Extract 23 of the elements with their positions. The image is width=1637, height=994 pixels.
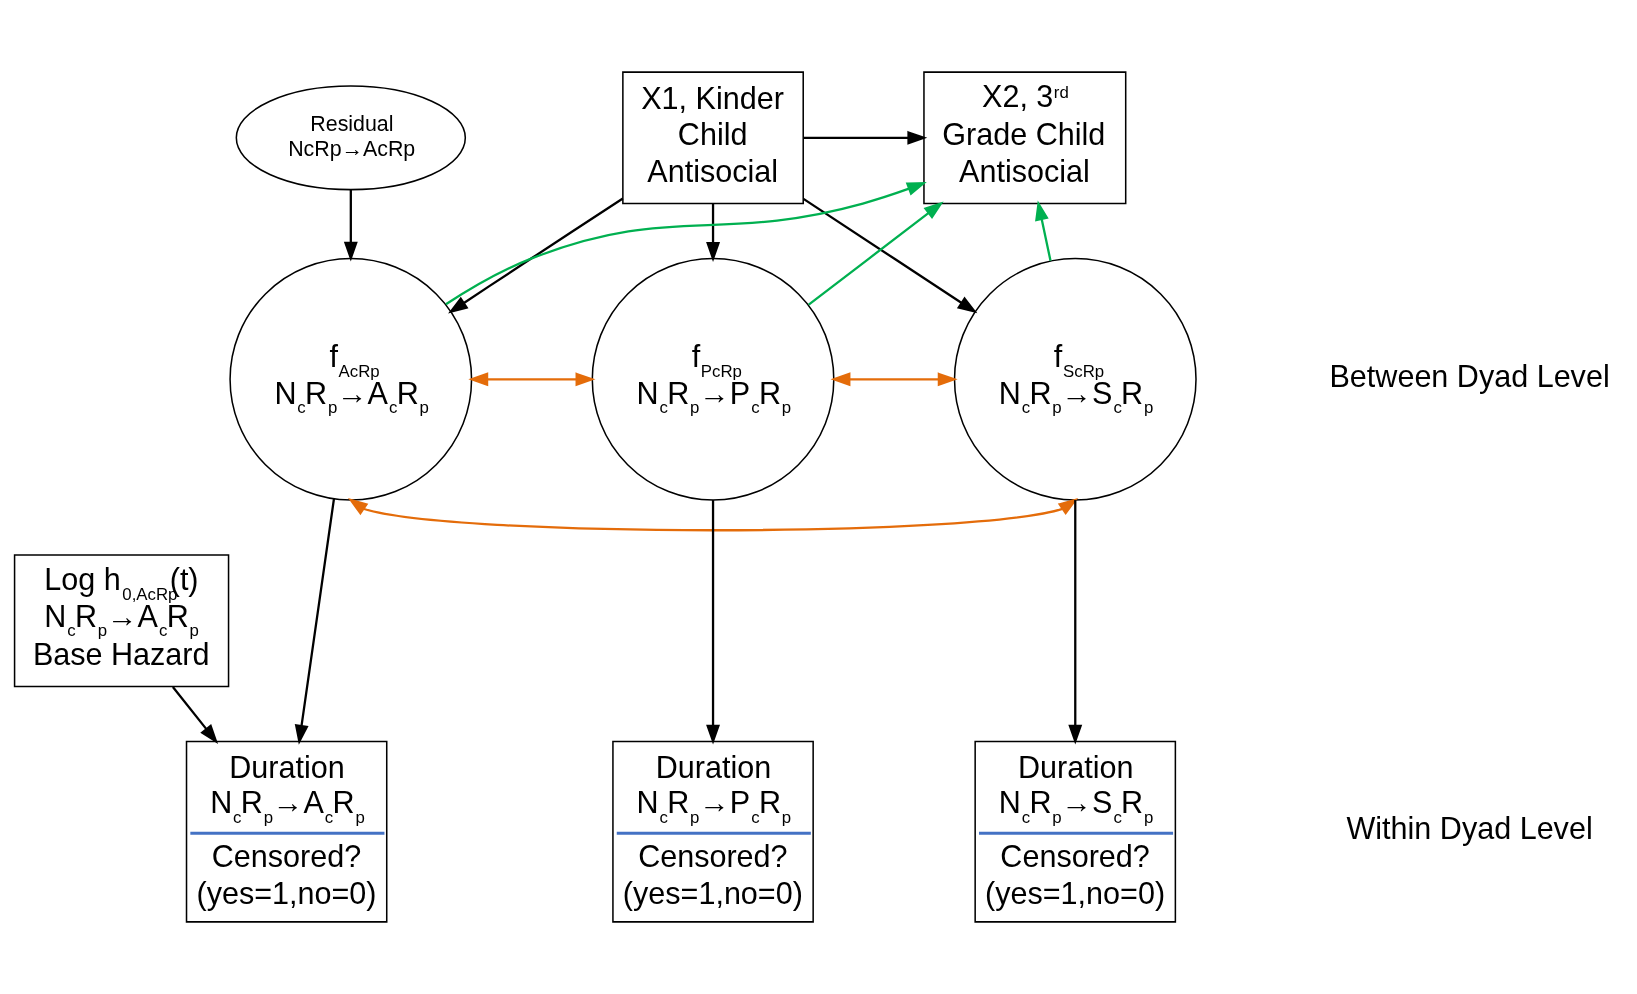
arrow [448, 197, 624, 314]
arrow [1068, 500, 1083, 745]
arrow [1035, 200, 1052, 262]
arrow [803, 130, 928, 145]
node-circle: f$_{PcRp}$ N$_{c}$R$_{p}$→P$_{c}$R$_{p}$ [591, 257, 835, 501]
node-box: Log h$_{0,AcRp}$(t) N$_{c}$R$_{p}$→A$_{c}$R$_{p}$ Base Hazard [13, 554, 230, 688]
arrow [445, 182, 927, 306]
arrow [468, 372, 596, 387]
arrow [343, 189, 358, 262]
label: Within Dyad Level [1346, 811, 1593, 846]
node-box: X2, 3$^{rd}$ Grade Child Antisocial [923, 71, 1127, 205]
node-box: X1, Kinder Child Antisocial [622, 71, 804, 205]
node-ellipse: Residual NcRp→AcRp [235, 85, 467, 191]
arrow [808, 201, 944, 306]
arrow [706, 500, 720, 745]
label: Between Dyad Level [1329, 358, 1610, 393]
arrow [802, 197, 978, 314]
arrow [294, 498, 336, 745]
arrow [172, 686, 219, 744]
node-circle: f$_{AcRp}$ N$_{c}$R$_{p}$→A$_{c}$R$_{p}$ [229, 257, 473, 501]
arrow [706, 203, 720, 262]
arrow [347, 498, 1079, 532]
arrow [830, 372, 958, 387]
